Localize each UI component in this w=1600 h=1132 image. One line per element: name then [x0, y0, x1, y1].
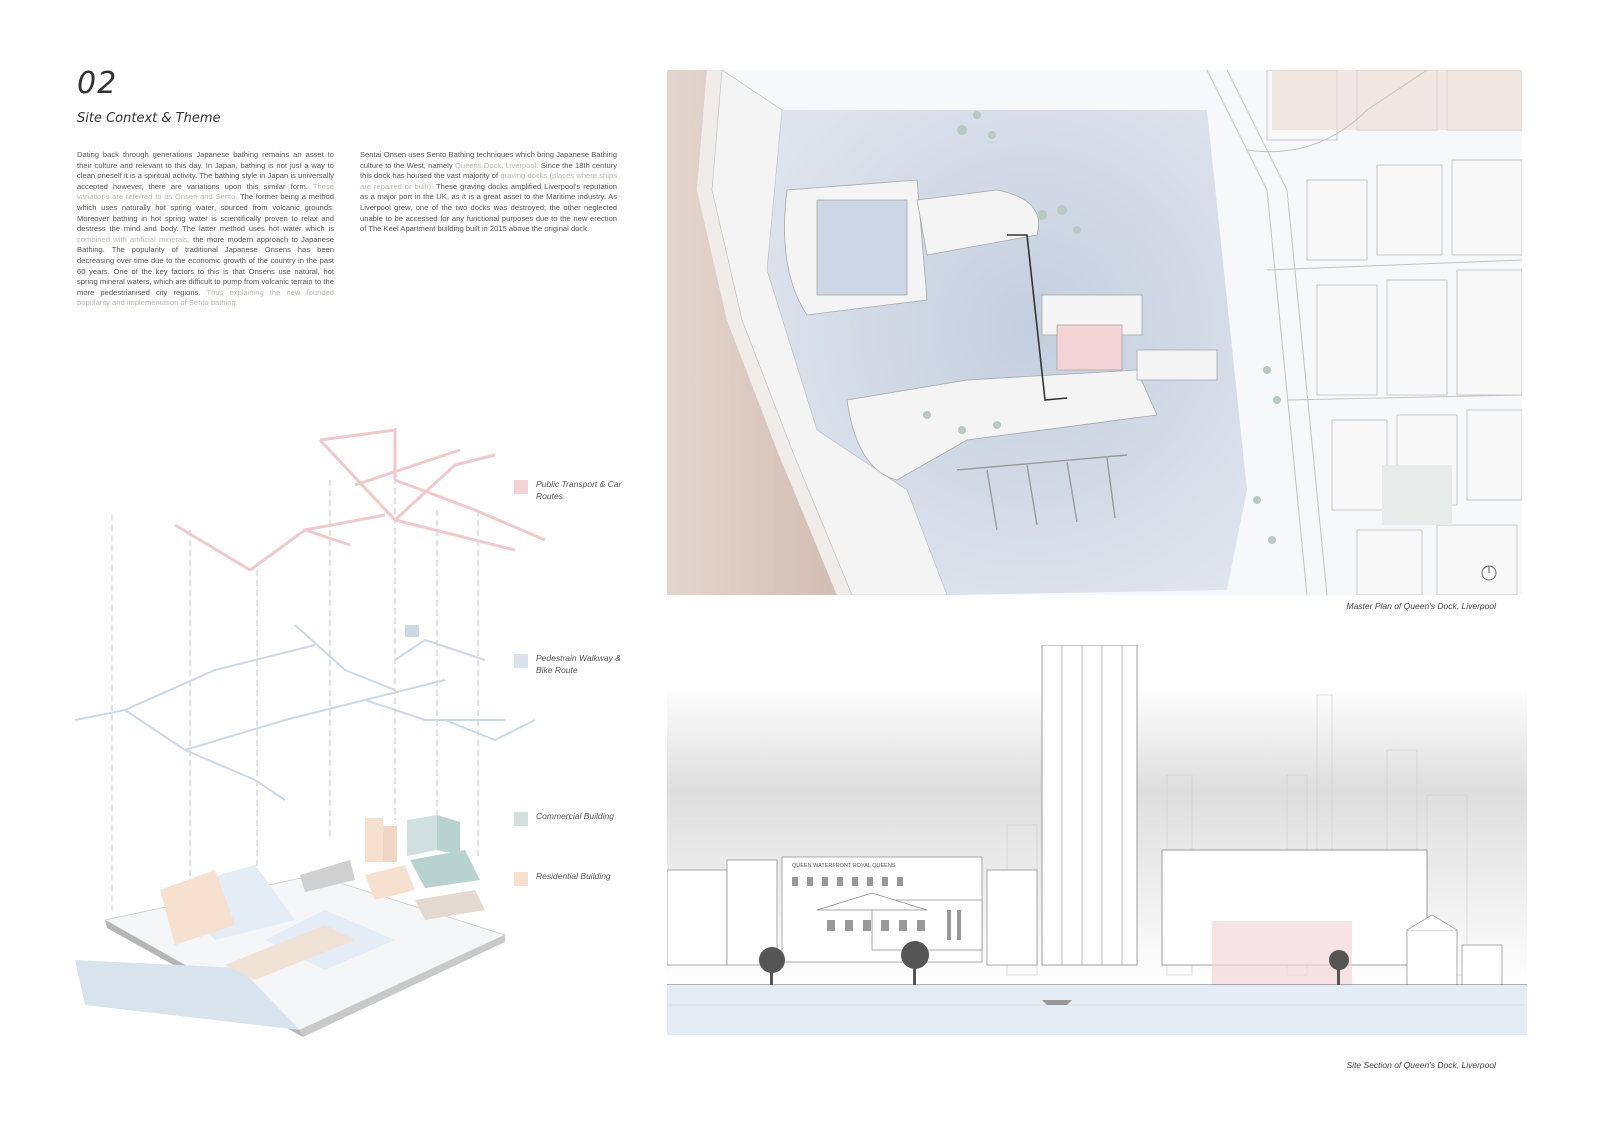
legend-swatch-pedestrian	[514, 654, 528, 668]
body-text-column-2: Sentai Onsen uses Sento Bathing techniqu…	[360, 150, 617, 235]
legend-swatch-commercial	[514, 812, 528, 826]
legend-label-pedestrian: Pedestrain Walkway & Bike Route	[536, 653, 621, 675]
river	[667, 70, 837, 595]
master-plan-map	[667, 70, 1522, 595]
legend-swatch-transport	[514, 480, 528, 494]
site-section-drawing: QUEEN WATERFRONT ROYAL QUEENS	[667, 645, 1527, 1035]
highlighted-text: combined with artificial minerals;	[77, 234, 190, 244]
body-text: Sentai Onsen uses Sento Bathing techniqu…	[360, 150, 617, 170]
site-section-caption: Site Section of Queen's Dock, Liverpool	[1346, 1060, 1496, 1070]
projection-guides	[111, 428, 479, 910]
highlighted-text: These variations are referred to as Onse…	[77, 181, 334, 202]
roads	[1206, 70, 1522, 595]
windows	[792, 877, 961, 940]
dock-buildings	[784, 179, 1218, 481]
body-text: Since the 18th century this dock has hou…	[360, 160, 617, 181]
section-number: 02	[77, 66, 118, 101]
sand-area	[1272, 70, 1522, 130]
river-water	[667, 985, 1527, 1035]
body-text: Dating back through generations Japanese…	[77, 150, 334, 191]
section-trees	[759, 941, 1349, 985]
legend-label-residential: Residential Building	[536, 871, 611, 881]
transport-layer	[174, 428, 546, 572]
highlighted-text: Thus explaining the new founded populari…	[77, 287, 334, 308]
highlighted-text: Queens Dock, Liverpool.	[454, 160, 539, 170]
legend-label-transport: Public Transport & Car Routes	[536, 479, 622, 501]
building-sign: QUEEN WATERFRONT ROYAL QUEENS	[792, 863, 896, 869]
tower-building	[1041, 645, 1138, 966]
section-subtitle: Site Context & Theme	[77, 111, 221, 126]
body-text-column-1: Dating back through generations Japanese…	[77, 150, 334, 309]
legend-label-commercial: Commercial Building	[536, 811, 614, 821]
highlighted-text: graving docks (places where ships are re…	[360, 171, 617, 191]
section-cut-line	[1007, 234, 1068, 401]
marina-jetties	[956, 454, 1128, 531]
ground-layer	[75, 815, 507, 1037]
body-text: The former being a method which uses nat…	[77, 192, 334, 234]
body-text: These graving docks amplified Liverpool'…	[360, 181, 617, 234]
left-buildings	[667, 856, 1038, 966]
body-text: the more modern approach to Japanese Bat…	[77, 234, 334, 297]
legend-swatch-residential	[514, 872, 528, 886]
pedestrian-layer	[74, 624, 536, 801]
master-plan-caption: Master Plan of Queen's Dock, Liverpool	[1346, 601, 1496, 611]
site-highlight	[1056, 324, 1123, 371]
trees	[923, 111, 1281, 544]
exploded-axonometric-diagram	[74, 428, 546, 1037]
